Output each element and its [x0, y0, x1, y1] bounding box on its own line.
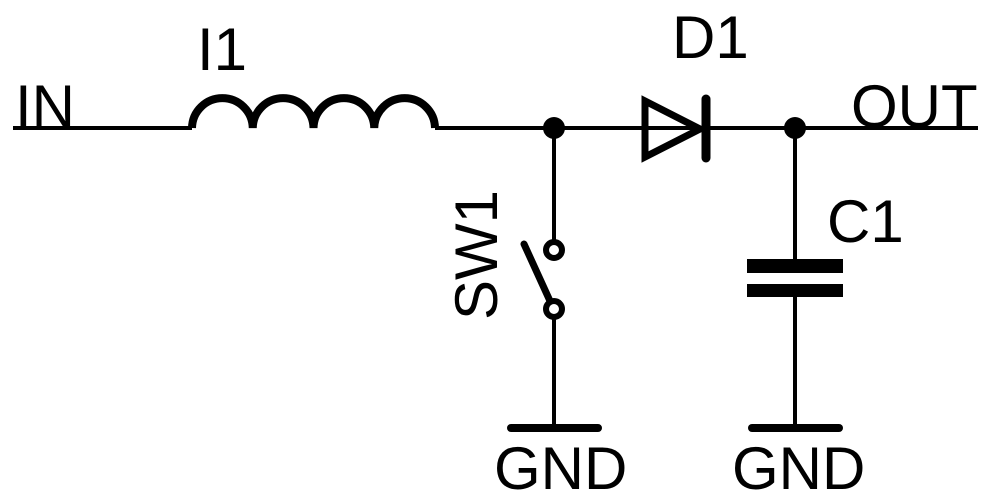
capacitor-plate-bottom [747, 284, 843, 297]
inductor-ref-label: I1 [197, 16, 247, 83]
ground-label-right: GND [732, 435, 865, 502]
circuit-linework [13, 94, 978, 432]
switch-blade [520, 240, 554, 305]
circuit-fills [543, 117, 843, 297]
diode-triangle [641, 95, 708, 163]
junction-dot-switch-node [543, 117, 565, 139]
inductor-symbol [188, 94, 439, 129]
ground-label-left: GND [494, 435, 627, 502]
capacitor-plate-top [747, 259, 843, 273]
junction-dot-output-node [784, 117, 806, 139]
output-port-label: OUT [851, 73, 978, 140]
input-port-label: IN [15, 73, 75, 140]
switch-ref-label: SW1 [443, 190, 510, 320]
capacitor-ref-label: C1 [827, 188, 904, 255]
switch-contact-bottom [543, 298, 565, 320]
diode-ref-label: D1 [672, 4, 749, 71]
switch-contact-top [543, 239, 565, 261]
